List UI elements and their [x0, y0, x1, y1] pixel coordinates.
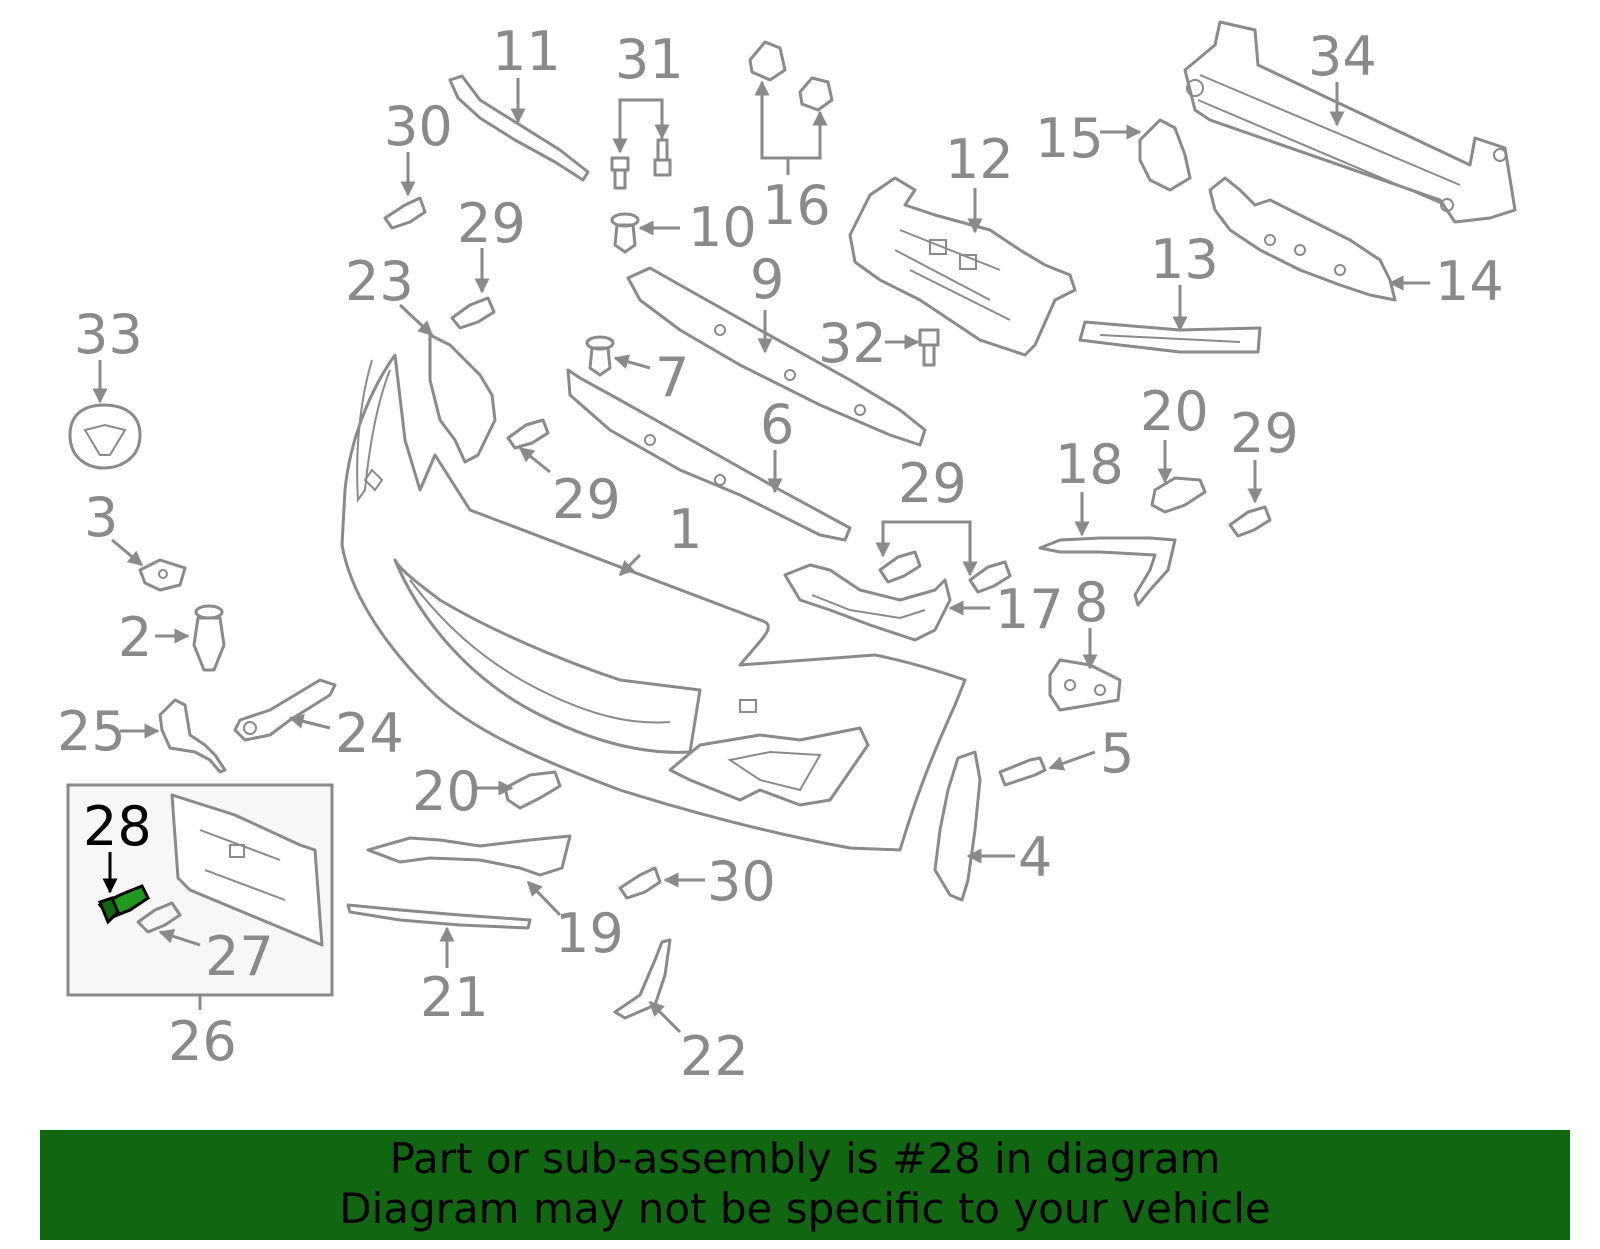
callout-16: 16 [762, 174, 831, 237]
strip-part-21 [346, 903, 532, 930]
callout-18: 18 [1055, 433, 1124, 496]
callout-10: 10 [688, 196, 757, 259]
bolt-part-32 [918, 328, 940, 367]
bolt-part-29-b [506, 418, 550, 450]
banner-line-1: Part or sub-assembly is #28 in diagram [389, 1134, 1221, 1183]
callout-28: 28 [83, 795, 152, 858]
callout-21: 21 [420, 966, 489, 1029]
molding-part-11 [448, 74, 590, 182]
trim-part-22 [613, 938, 672, 1020]
callout-24: 24 [335, 702, 404, 765]
clip-part-10 [610, 212, 640, 254]
callout-14: 14 [1435, 250, 1504, 313]
bolt-part-27 [136, 901, 182, 934]
callout-11: 11 [492, 20, 561, 83]
callout-26: 26 [168, 1010, 237, 1073]
bolt-part-29-c [878, 550, 1012, 594]
bolt-part-29-d [1228, 505, 1272, 538]
bracket-part-20-upper [1150, 476, 1207, 514]
bolt-part-30-upper [383, 196, 427, 230]
bumper-cover-part-1 [340, 353, 967, 852]
bracket-part-15 [1138, 118, 1192, 192]
callout-2: 2 [118, 606, 152, 669]
callout-30-lower: 30 [707, 850, 776, 913]
info-banner: Part or sub-assembly is #28 in diagram D… [40, 1130, 1570, 1240]
bracket-part-20-lower [503, 770, 562, 810]
callout-34: 34 [1308, 25, 1377, 88]
bumper-reinforcement-part-34 [1183, 20, 1517, 224]
clip-part-3 [138, 558, 187, 592]
upper-bar-part-9 [626, 266, 927, 447]
side-bracket-part-4 [933, 750, 982, 902]
trim-part-18 [1038, 536, 1177, 607]
callout-7: 7 [655, 346, 689, 409]
callout-30-upper: 30 [384, 95, 453, 158]
callout-8: 8 [1074, 571, 1108, 634]
grille-trim-part-19 [366, 834, 572, 877]
banner-line-2: Diagram may not be specific to your vehi… [339, 1184, 1271, 1233]
lower-bar-part-6 [566, 368, 852, 542]
callout-9: 9 [750, 248, 784, 311]
clip-part-7 [585, 335, 615, 377]
callout-20-lower: 20 [412, 760, 481, 823]
callout-29-c: 29 [898, 452, 967, 515]
side-bracket-part-23 [428, 333, 497, 464]
fog-bezel-part-17 [783, 563, 952, 642]
bracket-part-8 [1048, 658, 1122, 712]
tow-hook-part-24 [233, 678, 337, 742]
carrier-part-12 [848, 176, 1077, 357]
callout-27: 27 [205, 925, 274, 988]
bolt-part-28-highlighted [97, 884, 150, 925]
clip-part-16 [748, 40, 834, 112]
callout-33: 33 [74, 303, 143, 366]
clip-part-2 [192, 604, 226, 672]
bracket-part-25 [158, 698, 227, 774]
callout-1: 1 [668, 498, 702, 561]
callout-12: 12 [945, 128, 1014, 191]
callout-22: 22 [680, 1025, 749, 1088]
callout-6: 6 [760, 393, 794, 456]
absorber-part-14 [1208, 176, 1397, 302]
bolt-part-31 [610, 138, 672, 190]
bolt-part-30-lower [618, 866, 662, 900]
callout-23: 23 [345, 250, 414, 313]
callout-29-a: 29 [457, 192, 526, 255]
callout-labels: 1 2 3 4 5 6 7 8 9 10 11 12 13 14 15 16 1… [57, 20, 1504, 1088]
callout-17: 17 [995, 578, 1064, 641]
callout-19: 19 [555, 902, 624, 965]
callout-15: 15 [1035, 107, 1104, 170]
emblem-part-33 [68, 403, 142, 470]
callout-29-b: 29 [552, 468, 621, 531]
callout-13: 13 [1150, 228, 1219, 291]
callout-25: 25 [57, 700, 126, 763]
leader-lines [92, 78, 1430, 1034]
callout-5: 5 [1100, 722, 1134, 785]
callout-20-upper: 20 [1140, 380, 1209, 443]
callout-3: 3 [84, 486, 118, 549]
screw-part-5 [998, 756, 1047, 787]
bracket-part-13 [1078, 320, 1262, 354]
callout-31: 31 [615, 28, 684, 91]
callout-29-d: 29 [1230, 402, 1299, 465]
callout-32: 32 [818, 312, 887, 375]
callout-4: 4 [1018, 826, 1052, 889]
bolt-part-29-a [450, 296, 496, 330]
